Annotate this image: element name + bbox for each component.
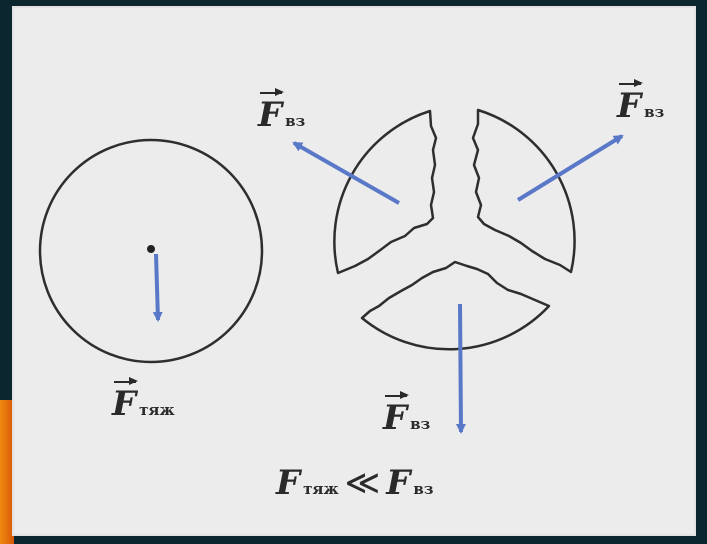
orange-edge-strip <box>0 400 14 544</box>
force-upper-left-subscript: вз <box>285 112 306 130</box>
fragment-bottom <box>360 260 551 351</box>
textbook-page <box>12 6 696 536</box>
force-arrow-upper-left <box>292 141 400 205</box>
gravity-arrow <box>152 253 163 322</box>
much-less-than-symbol: ≪ <box>344 463 381 503</box>
force-bottom-symbol: F <box>383 391 410 438</box>
formula-right-subscript: вз <box>413 480 434 498</box>
formula-left-subscript: тяж <box>303 480 339 498</box>
force-upper-left-symbol: F <box>258 88 285 135</box>
center-point <box>147 245 155 253</box>
gravity-symbol: F <box>112 377 139 424</box>
force-arrow-bottom <box>455 303 466 434</box>
formula-left-symbol: F <box>276 463 301 503</box>
force-upper-right-subscript: вз <box>644 103 665 121</box>
force-upper-right-symbol: F <box>617 79 644 126</box>
fragment-upper-right <box>471 108 576 274</box>
whole-sphere <box>38 138 264 364</box>
fragment-upper-left <box>333 109 438 275</box>
force-bottom-subscript: вз <box>410 415 431 433</box>
formula-right-symbol: F <box>386 463 411 503</box>
force-arrow-upper-right <box>516 134 624 202</box>
gravity-subscript: тяж <box>139 401 175 419</box>
